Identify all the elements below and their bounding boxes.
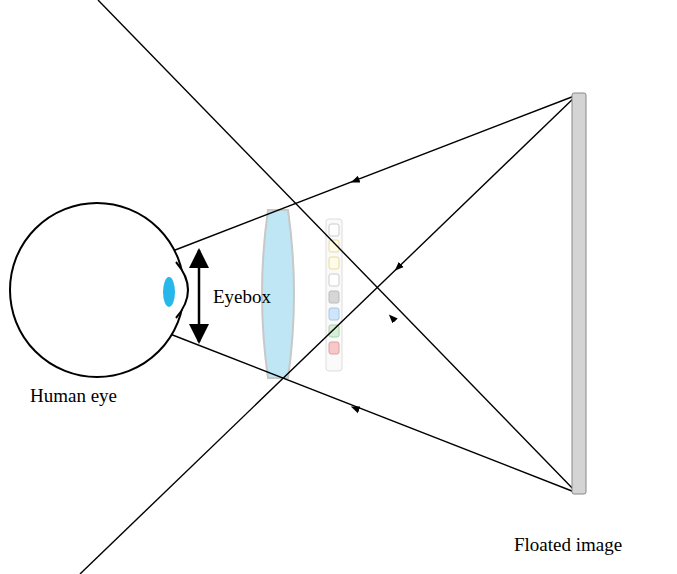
display-strip: [326, 219, 342, 371]
floated-image-panel: [572, 93, 586, 494]
eyebox-arrow: [198, 250, 201, 342]
eye-label: Human eye: [30, 386, 117, 405]
ray-line: [170, 95, 577, 252]
human-eye: [10, 203, 188, 377]
image-label: Floated image: [514, 535, 622, 554]
ray-line: [170, 334, 577, 493]
ray-arrowheads: [355, 175, 410, 414]
eyebox-label: Eyebox: [213, 287, 271, 306]
